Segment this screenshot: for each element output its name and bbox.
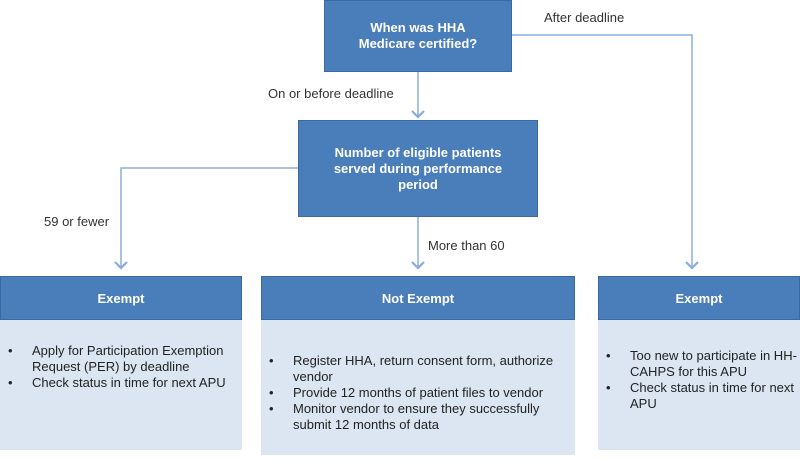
outcome-exempt-right-panel: Too new to participate in HH-CAHPS for t… <box>598 320 800 450</box>
outcome-title: Not Exempt <box>381 290 455 306</box>
list-item: Provide 12 months of patient files to ve… <box>261 385 567 401</box>
outcome-exempt-left-header: Exempt <box>0 276 242 320</box>
list-item: Check status in time for next APU <box>598 380 800 412</box>
patients-question-node: Number of eligible patients served durin… <box>298 120 538 217</box>
list-item: Too new to participate in HH-CAHPS for t… <box>598 348 800 380</box>
list-item: Check status in time for next APU <box>0 375 242 391</box>
label-after-deadline: After deadline <box>544 10 625 25</box>
patients-question-text: Number of eligible patients served durin… <box>333 144 503 192</box>
outcome-exempt-right-header: Exempt <box>598 276 800 320</box>
outcome-exempt-left-panel: Apply for Participation Exemption Reques… <box>0 320 242 450</box>
edge-59-or-fewer <box>114 167 298 270</box>
certified-question-text: When was HHA Medicare certified? <box>358 20 478 51</box>
list-item: Register HHA, return consent form, autho… <box>261 353 567 385</box>
label-on-or-before: On or before deadline <box>268 86 394 101</box>
outcome-title: Exempt <box>97 290 145 306</box>
list-item: Monitor vendor to ensure they successful… <box>261 401 567 433</box>
outcome-not-exempt-header: Not Exempt <box>261 276 575 320</box>
outcome-title: Exempt <box>675 290 723 306</box>
outcome-not-exempt-panel: Register HHA, return consent form, autho… <box>261 320 575 455</box>
edge-after-deadline <box>512 34 699 270</box>
list-item: Apply for Participation Exemption Reques… <box>0 343 242 375</box>
label-more-than-60: More than 60 <box>428 238 505 253</box>
label-59-or-fewer: 59 or fewer <box>44 214 110 229</box>
certified-question-node: When was HHA Medicare certified? <box>324 0 512 72</box>
